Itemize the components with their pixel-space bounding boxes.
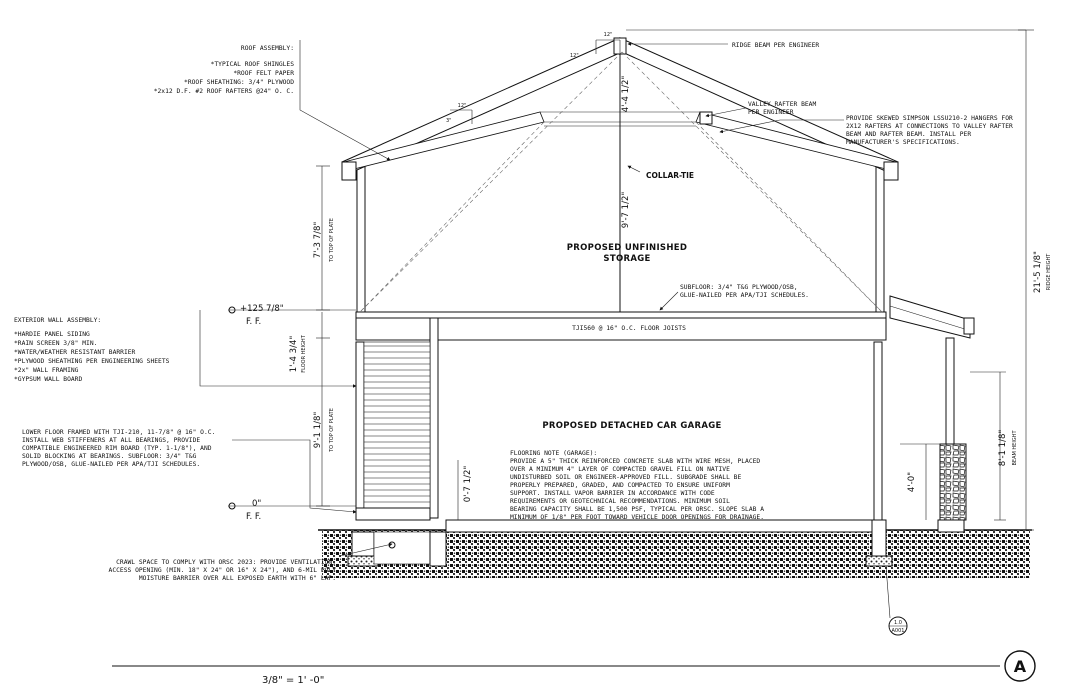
- crawl-space-line: CRAWL SPACE TO COMPLY WITH ORSC 2023: PR…: [116, 559, 336, 566]
- crawl-space: [373, 531, 439, 565]
- exterior-wall-line: *RAIN SCREEN 3/8" MIN.: [14, 340, 97, 347]
- roof-assembly-line: *TYPICAL ROOF SHINGLES: [211, 61, 295, 68]
- upper-elevation-value: +125 7/8": [240, 304, 284, 314]
- exterior-wall-line: *PLYWOOD SHEATHING PER ENGINEERING SHEET…: [14, 358, 170, 365]
- roof-assembly-line: *ROOF SHEATHING: 3/4" PLYWOOD: [184, 79, 294, 86]
- exterior-wall-line: *HARDIE PANEL SIDING: [14, 331, 90, 338]
- stair-wall: [429, 317, 439, 519]
- hanger-line: PROVIDE SKEWED SIMPSON LSSU210-2 HANGERS…: [846, 115, 1013, 122]
- dimension-lines: [228, 29, 1034, 531]
- drawing-scale: 3/8" = 1' -0": [262, 675, 324, 686]
- flooring-line: BEARING CAPACITY SHALL BE 1,500 PSF, TYP…: [510, 506, 764, 513]
- slope-rise-top: 12": [570, 53, 579, 59]
- right-wall-upper: [875, 159, 885, 315]
- floor-depth-dim: 1'-4 3/4": [289, 336, 299, 373]
- slab-step-dim: 0'-7 1/2": [463, 466, 473, 503]
- crawl-space-note: CRAWL SPACE TO COMPLY WITH ORSC 2023: PR…: [109, 559, 337, 582]
- crawl-vent: [388, 541, 396, 549]
- leader-lines: [199, 40, 891, 619]
- lower-elevation-ff: F. F.: [246, 512, 261, 522]
- flooring-line: MINIMUM OF 1/8" PER FOOT TOWARD VEHICLE …: [510, 514, 764, 521]
- porch-canopy: [889, 295, 975, 521]
- ridge-height-dim-sub: RIDGE HEIGHT: [1046, 253, 1052, 290]
- soil-left-slope: [322, 530, 350, 578]
- lower-floor-line: LOWER FLOOR FRAMED WITH TJI-210, 11-7/8"…: [22, 429, 215, 436]
- upper-wall-dim: 7'-3 7/8": [313, 222, 323, 259]
- storage-label: PROPOSED UNFINISHED: [567, 243, 687, 253]
- center-footing: [429, 531, 447, 567]
- beam-height-dim-sub: BEAM HEIGHT: [1012, 430, 1018, 466]
- roof-rise-dim: 4'-4 1/2": [621, 76, 631, 113]
- crawl-space-line: ACCESS OPENING (MIN. 18" X 24" OR 16" X …: [109, 567, 337, 574]
- slope-rise-left: 3": [446, 118, 451, 124]
- hanger-line: 2X12 RAFTERS AT CONNECTIONS TO VALLEY RA…: [846, 123, 1013, 130]
- storage-label: STORAGE: [603, 254, 650, 264]
- lower-floor-note: LOWER FLOOR FRAMED WITH TJI-210, 11-7/8"…: [22, 429, 215, 468]
- flooring-line: UNDISTURBED SOIL OR ENGINEER-APPROVED FI…: [510, 474, 741, 481]
- subfloor-note: GLUE-NAILED PER APA/TJI SCHEDULES.: [680, 292, 809, 299]
- roof-assembly-line: *ROOF FELT PAPER: [233, 70, 294, 77]
- section-mark[interactable]: A: [1004, 650, 1036, 682]
- roof-assembly-title: ROOF ASSEMBLY:: [241, 45, 294, 52]
- lower-elevation-value: 0": [252, 499, 261, 509]
- lower-floor-line: SOLID BLOCKING AT BEARINGS. SUBFLOOR: 3/…: [22, 453, 197, 460]
- valley-beam: [699, 111, 713, 125]
- ground-and-foundation: [318, 519, 1032, 578]
- exterior-wall-title: EXTERIOR WALL ASSEMBLY:: [14, 317, 101, 324]
- upper-wall-dim-sub: TO TOP OF PLATE: [329, 218, 335, 263]
- hanger-line: BEAM AND RAFTER BEAM. INSTALL PER: [846, 131, 971, 138]
- collar-tie-label: COLLAR-TIE: [646, 171, 694, 180]
- flooring-line: REQUIREMENTS OR GEOTECHNICAL RECOMMENDAT…: [510, 498, 730, 505]
- porch-step-dim: 4'-0": [907, 472, 917, 492]
- stone-column: [939, 443, 967, 521]
- detail-callout-sheet: A001: [892, 628, 905, 634]
- section-mark-letter: A: [1014, 657, 1027, 676]
- left-wall-lower: [355, 341, 365, 521]
- lower-floor-line: PLYWOOD/OSB, GLUE-NAILED PER APA/TJI SCH…: [22, 461, 200, 468]
- right-wall-lower: [873, 341, 883, 521]
- upper-floor-deck: [355, 311, 887, 319]
- stair-treads: [363, 341, 431, 519]
- lower-floor-line: INSTALL WEB STIFFENERS AT ALL BEARINGS, …: [22, 437, 200, 444]
- ridge-beam-note: RIDGE BEAM PER ENGINEER: [732, 42, 819, 49]
- subfloor-note: SUBFLOOR: 3/4" T&G PLYWOOD/OSB,: [680, 284, 798, 291]
- flooring-line: PROPERLY PREPARED, GRADED, AND COMPACTED…: [510, 482, 730, 489]
- left-wall-upper: [356, 159, 366, 315]
- flooring-line: SUPPORT. INSTALL VAPOR BARRIER IN ACCORD…: [510, 490, 715, 497]
- detail-callout[interactable]: 1.0 A001: [888, 616, 908, 636]
- valley-rafter-note: VALLEY RAFTER BEAM: [748, 101, 816, 108]
- exterior-wall-note: EXTERIOR WALL ASSEMBLY: *HARDIE PANEL SI…: [14, 317, 170, 383]
- structure-frame: [353, 159, 887, 521]
- flooring-line: OVER A MINIMUM 4" LAYER OF COMPACTED GRA…: [510, 466, 730, 473]
- valley-rafter-note: PER ENGINEER: [748, 109, 794, 116]
- upper-elevation-ff: F. F.: [246, 317, 261, 327]
- exterior-wall-line: *GYPSUM WALL BOARD: [14, 376, 82, 383]
- attic-height-dim: 9'-7 1/2": [621, 192, 631, 229]
- hanger-note: PROVIDE SKEWED SIMPSON LSSU210-2 HANGERS…: [846, 115, 1013, 146]
- slope-run-top: 12": [604, 32, 613, 38]
- joists-note: TJI560 @ 16" O.C. FLOOR JOISTS: [572, 325, 686, 332]
- flooring-line: PROVIDE A 5" THICK REINFORCED CONCRETE S…: [510, 458, 760, 465]
- flooring-line: FLOORING NOTE (GARAGE):: [510, 450, 597, 457]
- exterior-wall-line: *WATER/WEATHER RESISTANT BARRIER: [14, 349, 136, 356]
- beam-height-dim: 8'-1 1/8": [998, 430, 1008, 467]
- garage-label: PROPOSED DETACHED CAR GARAGE: [542, 421, 721, 431]
- ridge-height-dim: 21'-5 1/8": [1033, 251, 1043, 293]
- floor-depth-dim-sub: FLOOR HEIGHT: [301, 334, 307, 372]
- detail-callout-number: 1.0: [894, 620, 902, 626]
- lower-wall-dim-sub: TO TOP OF PLATE: [329, 408, 335, 453]
- lower-floor-line: COMPATIBLE ENGINEERED RIM BOARD (TYP. 1-…: [22, 445, 212, 452]
- hanger-line: MANUFACTURER'S SPECIFICATIONS.: [846, 139, 960, 146]
- crawl-space-line: MOISTURE BARRIER OVER ALL EXPOSED EARTH …: [139, 575, 336, 582]
- lower-wall-dim: 9'-1 1/8": [313, 412, 323, 449]
- left-lower-floor: [355, 507, 431, 521]
- slope-run-left: 12": [458, 103, 467, 109]
- roof-assembly-note: ROOF ASSEMBLY: *TYPICAL ROOF SHINGLES *R…: [154, 45, 294, 95]
- roof-assembly-line: *2x12 D.F. #2 ROOF RAFTERS @24" O. C.: [154, 88, 294, 95]
- porch-footing: [937, 519, 965, 533]
- exterior-wall-line: *2x" WALL FRAMING: [14, 367, 79, 374]
- garage-slab: [445, 519, 877, 533]
- flooring-note: FLOORING NOTE (GARAGE): PROVIDE A 5" THI…: [510, 450, 764, 521]
